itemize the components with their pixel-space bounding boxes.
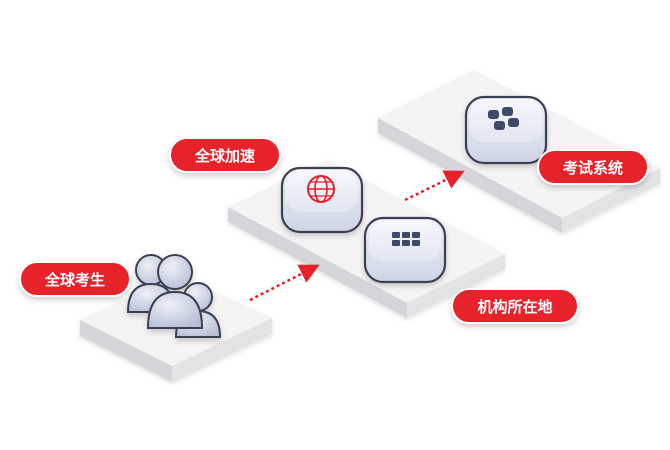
institution-node: [363, 216, 447, 284]
acceleration-node: [280, 166, 364, 234]
svg-text:考试系统: 考试系统: [563, 159, 623, 177]
grid-server-icon: [392, 232, 420, 246]
exam-node: [464, 95, 548, 165]
label-exam-system: 考试系统: [537, 149, 649, 185]
label-global-candidates: 全球考生: [19, 261, 131, 297]
svg-text:全球考生: 全球考生: [44, 271, 105, 289]
globe-network-icon: [307, 175, 335, 203]
grid-app-icon: [488, 107, 519, 130]
svg-text:全球加速: 全球加速: [194, 147, 255, 165]
arrow-candidates-to-middle: [249, 264, 320, 302]
arrow-middle-to-exam: [404, 170, 465, 202]
label-global-acceleration: 全球加速: [169, 137, 281, 173]
svg-text:机构所在地: 机构所在地: [477, 298, 552, 316]
label-institution-location: 机构所在地: [451, 288, 579, 324]
users-group-icon: [126, 254, 222, 338]
